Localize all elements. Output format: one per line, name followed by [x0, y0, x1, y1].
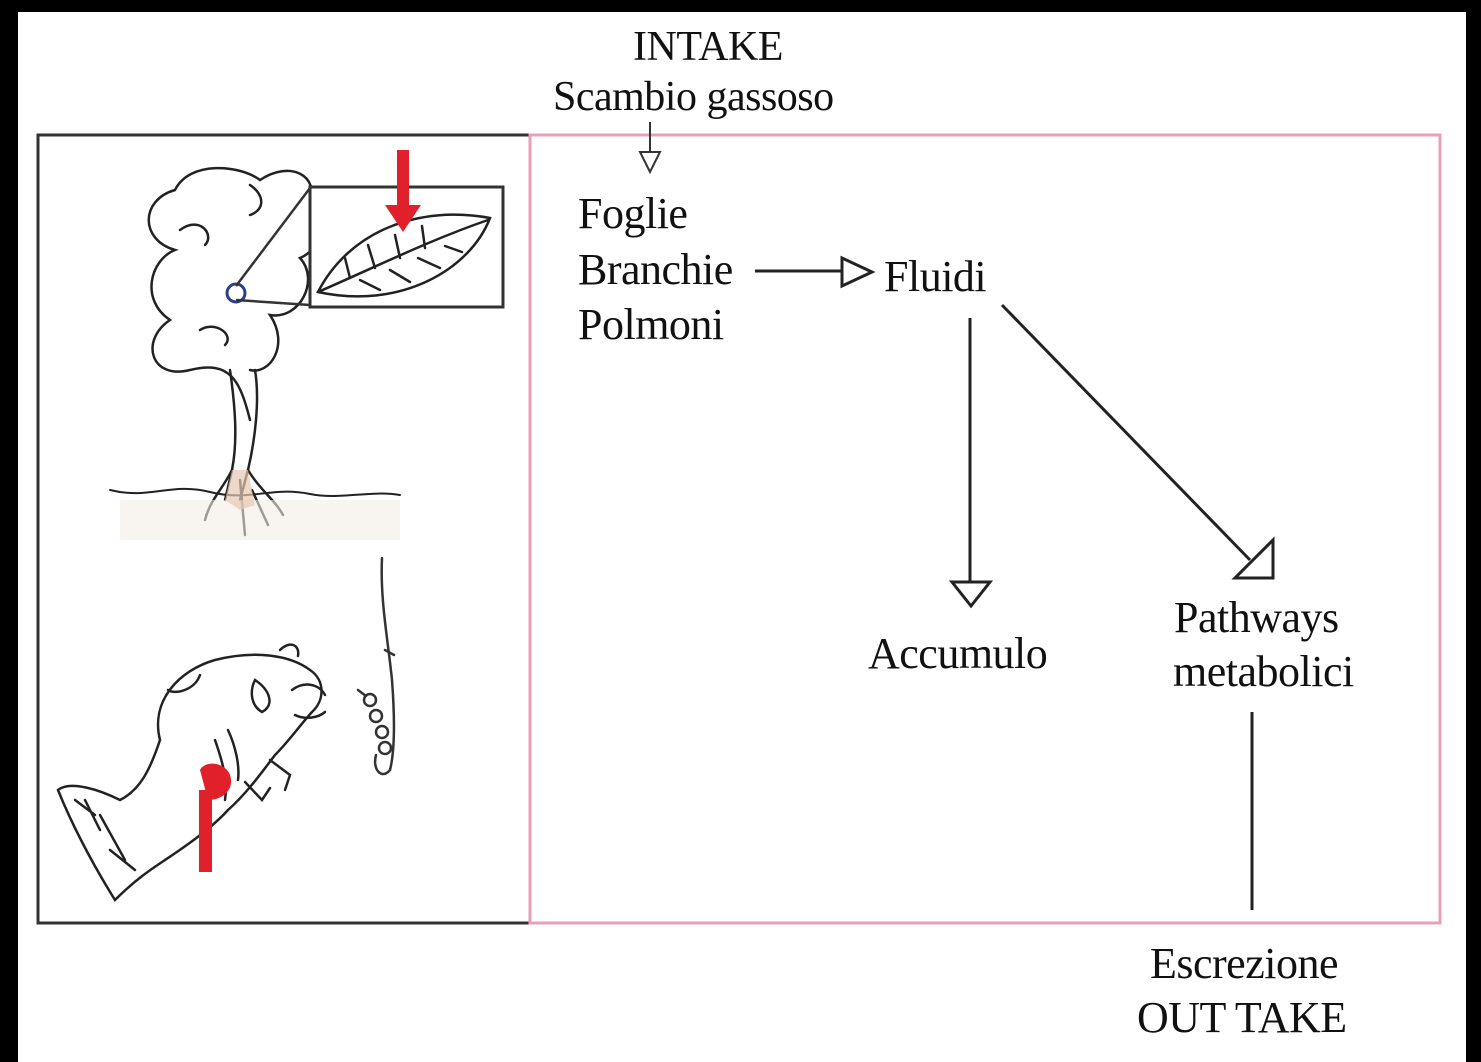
- excretion-label: Escrezione: [1150, 942, 1338, 986]
- intake-title: INTAKE: [633, 26, 783, 68]
- zoom-line-top: [236, 188, 310, 286]
- organ-gills-label: Branchie: [578, 248, 733, 292]
- fluids-to-accumulation-arrow: [952, 318, 990, 606]
- organs-to-fluids-arrow: [755, 258, 872, 286]
- organ-leaves-label: Foglie: [578, 192, 687, 236]
- intake-arrow: [640, 122, 660, 172]
- fluids-label: Fluidi: [884, 255, 986, 299]
- fishing-hook-icon: [358, 558, 394, 774]
- fish-intake-arrow: [199, 764, 231, 872]
- pathways-label-line1: Pathways: [1174, 596, 1339, 640]
- fluids-to-pathways-arrow: [1002, 305, 1273, 578]
- outtake-title: OUT TAKE: [1137, 996, 1347, 1040]
- accumulation-label: Accumulo: [868, 632, 1047, 676]
- fish-icon: [58, 645, 325, 900]
- organ-lungs-label: Polmoni: [578, 303, 724, 347]
- ground-shade: [120, 500, 400, 540]
- pathways-label-line2: metabolici: [1173, 650, 1354, 694]
- intake-subtitle: Scambio gassoso: [553, 76, 834, 118]
